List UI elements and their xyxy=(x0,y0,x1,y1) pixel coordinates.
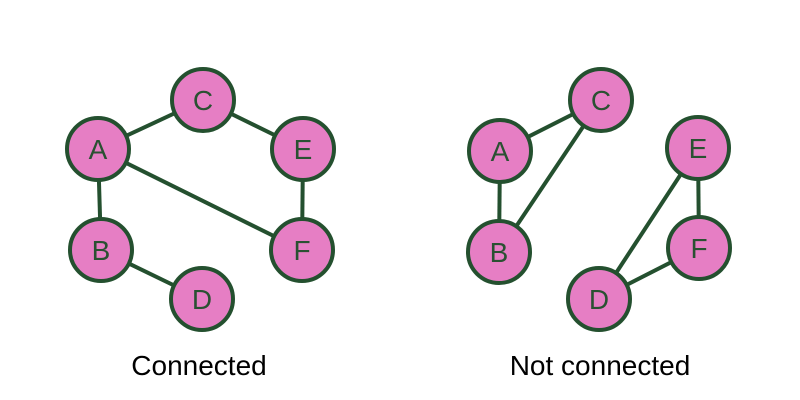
node-B xyxy=(466,219,532,285)
node-F xyxy=(269,217,335,283)
node-B xyxy=(68,217,134,283)
node-E xyxy=(270,116,336,182)
node-A xyxy=(65,116,131,182)
edge-A-F xyxy=(97,147,303,252)
node-F xyxy=(666,215,732,281)
node-A xyxy=(467,118,533,184)
node-C xyxy=(568,67,634,133)
node-D xyxy=(169,266,235,332)
node-D xyxy=(566,266,632,332)
node-C xyxy=(170,67,236,133)
caption-connected: Connected xyxy=(131,350,266,381)
node-E xyxy=(665,115,731,181)
caption-not-connected: Not connected xyxy=(510,350,691,381)
